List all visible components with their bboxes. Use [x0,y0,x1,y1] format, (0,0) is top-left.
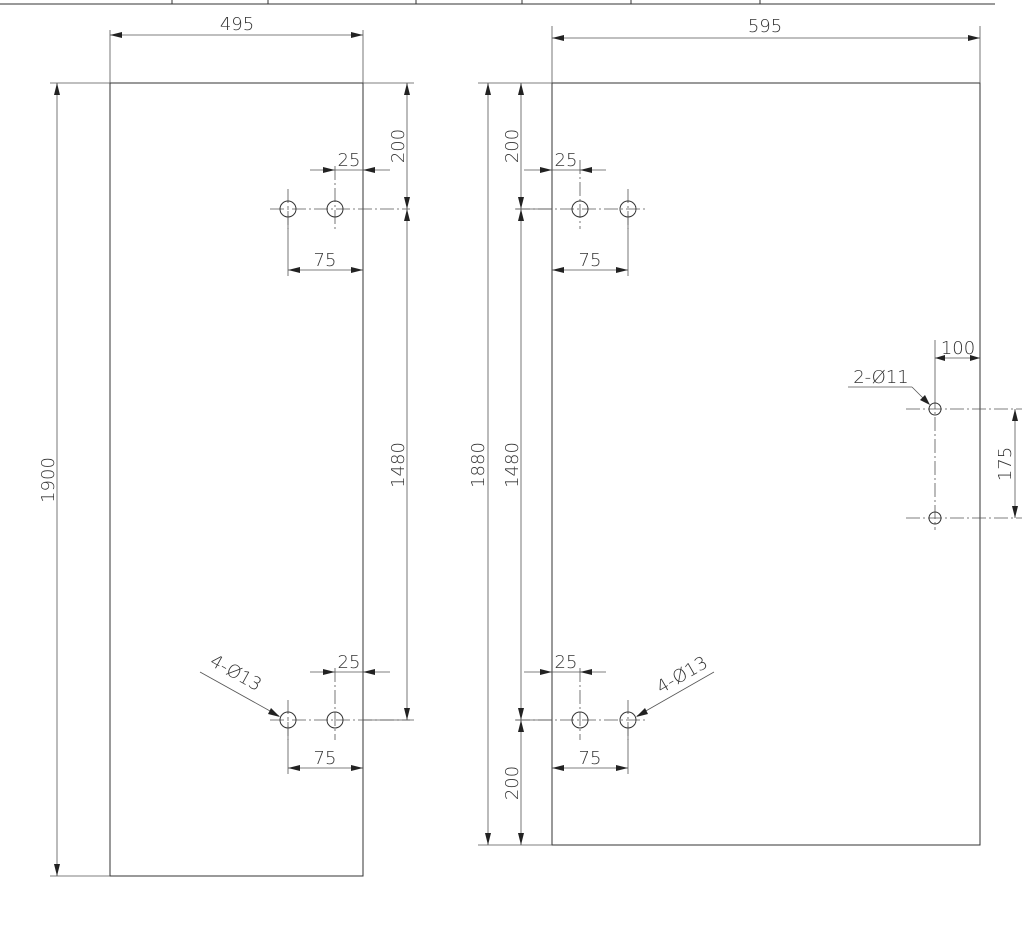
left-hole-spacing-dimension: 1480 [363,209,414,721]
right-height-label: 1880 [468,442,489,488]
right-side-hole-2 [928,511,942,525]
right-top-holes: 25 75 [516,150,648,276]
right-bottom-hole-1 [571,711,589,729]
right-bottom-hole-spacing-label: 75 [579,748,602,769]
left-height-label: 1900 [38,457,59,503]
left-bottom-holes: 25 75 4-Ø13 [199,651,410,774]
left-width-dimension: 495 [109,14,364,83]
right-width-label: 595 [748,16,782,37]
left-height-dimension: 1900 [38,82,110,877]
left-hole-callout: 4-Ø13 [206,651,265,696]
right-panel: 595 1880 200 1480 200 [468,16,1022,846]
right-bottom-offset-label: 200 [502,766,523,800]
right-side-hole-spacing-label: 175 [995,447,1016,481]
right-top-hole-1 [571,200,589,218]
left-panel-outline [109,82,364,877]
right-bottom-holes: 25 75 4-Ø13 [516,652,715,774]
right-bottom-hole-offset-label: 25 [555,652,578,673]
right-height-dimension: 1880 [468,82,552,846]
right-side-holes: 100 2-Ø11 175 [848,338,1022,530]
right-top-hole-spacing-label: 75 [579,250,602,271]
right-hole-spacing-label: 1480 [502,442,523,488]
right-top-offset-label: 200 [502,129,523,163]
right-top-hole-offset-label: 25 [555,150,578,171]
left-bottom-hole-2 [326,711,344,729]
right-side-hole-1 [928,402,942,416]
right-vertical-chain: 200 1480 200 [502,83,552,845]
left-top-hole-offset-label: 25 [338,150,361,171]
left-top-offset-dimension: 200 [363,82,414,209]
left-bottom-hole-offset-label: 25 [338,652,361,673]
left-panel: 495 1900 200 1480 [38,14,414,877]
left-top-hole-2 [326,200,344,218]
title-block-strip [0,0,995,5]
left-hole-spacing-label: 1480 [388,442,409,488]
right-hole-callout: 4-Ø13 [653,652,712,698]
right-side-hole-callout: 2-Ø11 [853,367,909,388]
right-panel-outline [551,82,981,846]
right-width-dimension: 595 [551,16,981,83]
right-side-hole-edge-offset-label: 100 [941,338,975,359]
left-top-offset-label: 200 [388,129,409,163]
left-bottom-hole-spacing-label: 75 [314,748,337,769]
left-top-holes: 25 75 [270,150,410,276]
left-top-hole-spacing-label: 75 [314,250,337,271]
left-width-label: 495 [220,14,254,35]
